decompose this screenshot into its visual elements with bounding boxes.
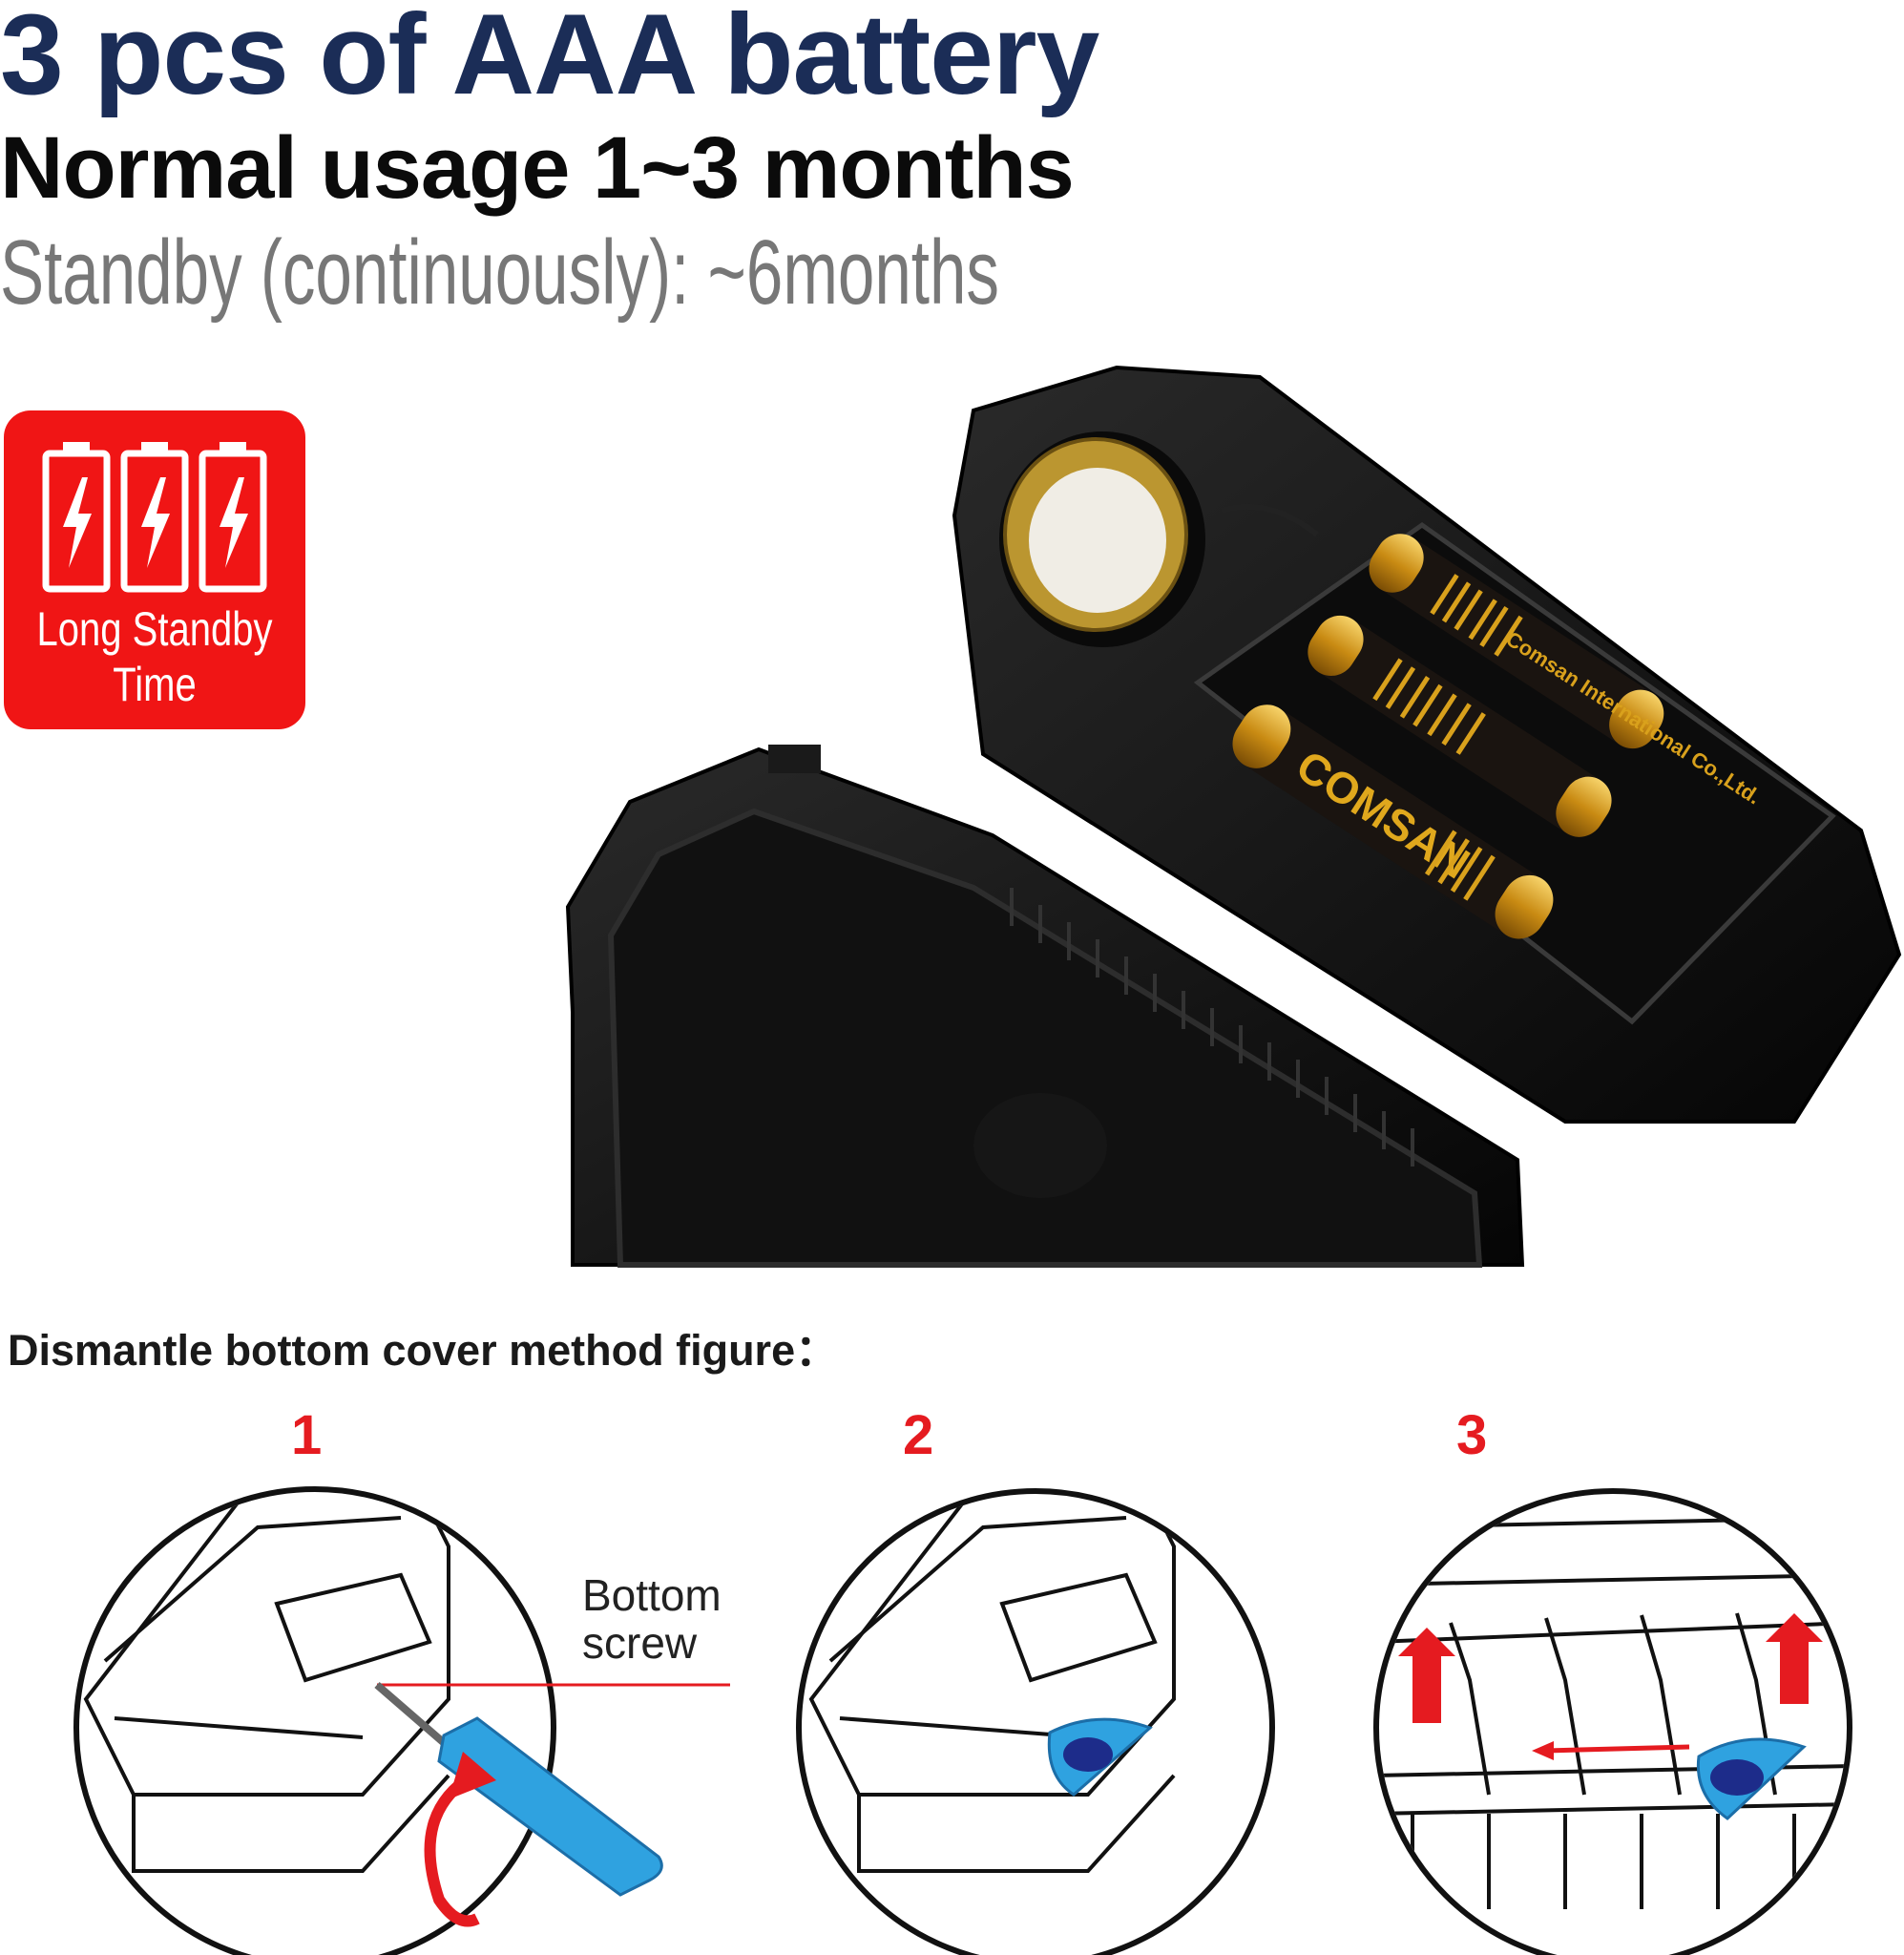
step-3-number: 3 <box>1456 1404 1488 1466</box>
battery-charging-icon <box>42 442 267 593</box>
buzzer-disc <box>999 431 1319 647</box>
battery-compartment: Comsan International Co.,Ltd. <box>952 365 1902 1124</box>
slide-left-arrow-icon <box>1532 1741 1690 1760</box>
pry-tool-icon <box>1047 1717 1153 1797</box>
dismantle-heading: Dismantle bottom cover method figure： <box>8 1326 839 1375</box>
headline-usage: Normal usage 1~3 months <box>0 119 1075 217</box>
step-1-circle <box>73 1486 730 1955</box>
screwdriver-icon <box>374 1681 663 1897</box>
headline-battery: 3 pcs of AAA battery <box>0 0 1099 118</box>
bottom-screw-label-line-2: screw <box>582 1618 698 1668</box>
bottom-screw-label-line-1: Bottom <box>582 1570 722 1620</box>
pry-tool-icon <box>1696 1737 1807 1820</box>
step-2-number: 2 <box>903 1404 934 1466</box>
step-3-circle <box>1373 1488 1852 1955</box>
badge-line-1: Long Standby <box>36 602 273 656</box>
step-1-number: 1 <box>291 1404 323 1466</box>
rotate-arrow-icon <box>424 1770 480 1927</box>
product-photo: Comsan International Co.,Ltd. <box>565 365 1902 1268</box>
headline-standby: Standby (continuously): ~6months <box>0 221 999 324</box>
step-2-circle <box>796 1488 1275 1955</box>
badge-line-2: Time <box>113 658 197 711</box>
bottom-cover <box>565 745 1525 1268</box>
up-arrow-left-icon <box>1398 1628 1455 1723</box>
long-standby-badge: Long Standby Time <box>4 410 305 729</box>
bottom-screw-label: Bottom screw <box>582 1571 722 1667</box>
badge-caption: Long Standby Time <box>34 601 276 712</box>
up-arrow-right-icon <box>1766 1613 1823 1704</box>
